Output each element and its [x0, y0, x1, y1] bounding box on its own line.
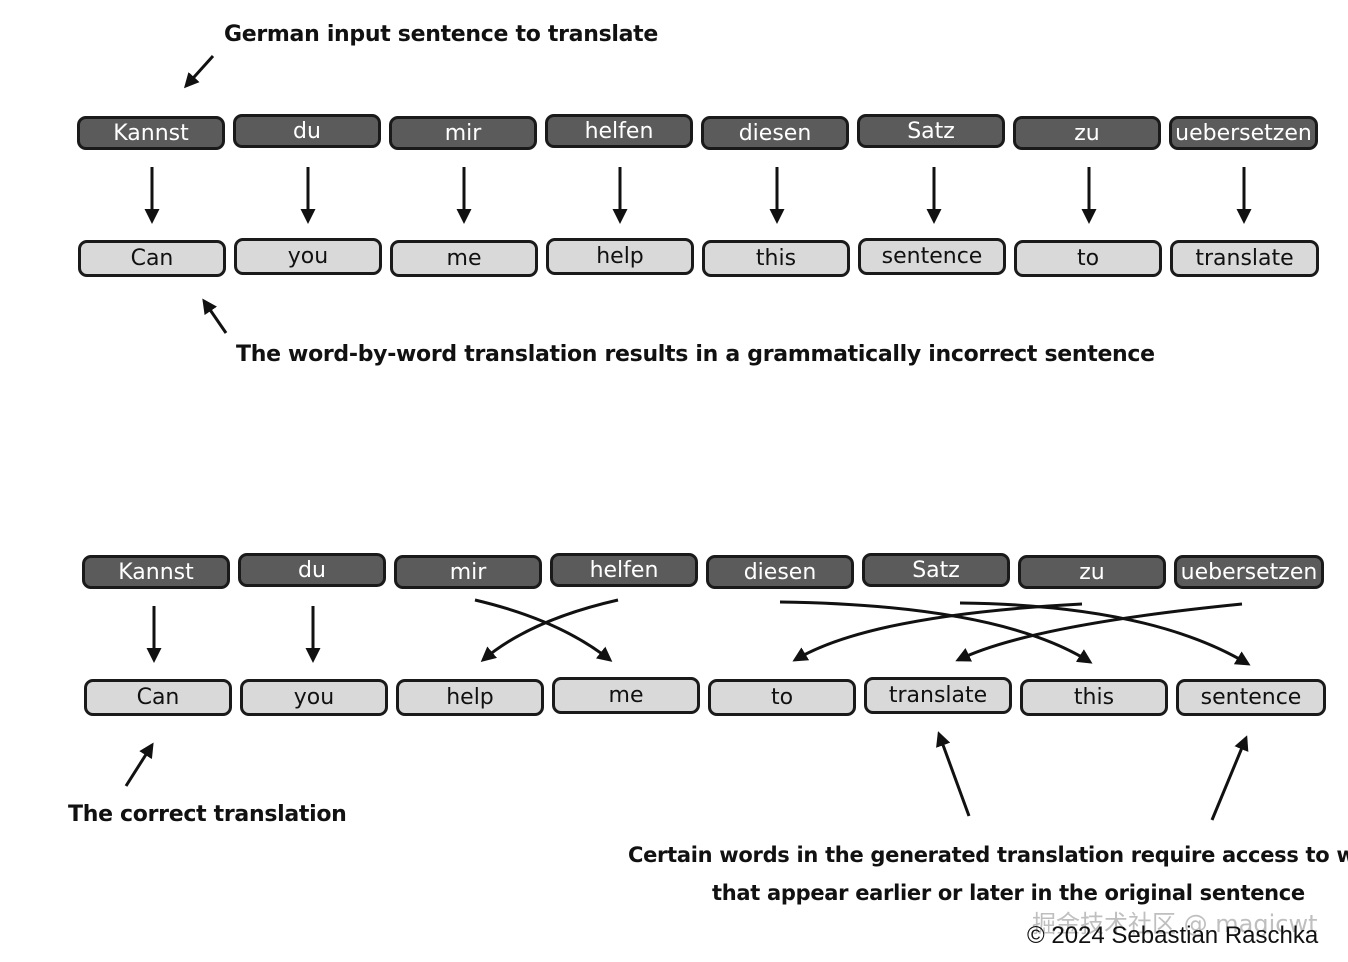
bottom-target-word-translate: translate — [864, 677, 1012, 714]
bottom-target-word-help: help — [396, 679, 544, 716]
top-source-word-uebersetzen: uebersetzen — [1169, 116, 1318, 150]
bottom-source-word-helfen: helfen — [550, 553, 698, 587]
access-annotation-line1: Certain words in the generated translati… — [628, 843, 1348, 867]
top-target-word-can: Can — [78, 240, 226, 277]
bottom-target-word-you: you — [240, 679, 388, 716]
bottom-target-word-can: Can — [84, 679, 232, 716]
correct-translation-annotation: The correct translation — [68, 802, 347, 827]
bottom-source-word-uebersetzen: uebersetzen — [1174, 555, 1324, 589]
bottom-arrow-uebersetzen-to-translate — [955, 602, 1243, 662]
german-input-pointer-arrow — [183, 54, 215, 89]
bottom-target-word-sentence: sentence — [1176, 679, 1326, 716]
bottom-target-word-to: to — [708, 679, 856, 716]
word-by-word-annotation: The word-by-word translation results in … — [236, 342, 1155, 367]
top-source-word-helfen: helfen — [545, 114, 693, 148]
bottom-source-word-kannst: Kannst — [82, 555, 230, 589]
top-target-word-translate: translate — [1170, 240, 1319, 277]
top-target-word-you: you — [234, 238, 382, 275]
top-source-word-diesen: diesen — [701, 116, 849, 150]
top-source-word-kannst: Kannst — [77, 116, 225, 150]
word-by-word-pointer-arrow — [202, 298, 228, 334]
translate-pointer-arrow — [936, 731, 971, 817]
bottom-source-word-diesen: diesen — [706, 555, 854, 589]
sentence-pointer-arrow — [1210, 735, 1249, 821]
top-target-word-sentence: sentence — [858, 238, 1006, 275]
bottom-arrow-mir-to-me — [474, 598, 613, 662]
bottom-target-word-this: this — [1020, 679, 1168, 716]
german-input-annotation: German input sentence to translate — [224, 22, 658, 47]
copyright: © 2024 Sebastian Raschka — [1027, 922, 1319, 949]
bottom-source-word-mir: mir — [394, 555, 542, 589]
top-source-word-du: du — [233, 114, 381, 148]
bottom-arrow-helfen-to-help — [480, 598, 619, 662]
bottom-source-word-zu: zu — [1018, 555, 1166, 589]
bottom-arrow-zu-to-to — [792, 602, 1083, 662]
access-annotation-line2: that appear earlier or later in the orig… — [712, 881, 1305, 905]
bottom-source-word-satz: Satz — [862, 553, 1010, 587]
top-source-word-mir: mir — [389, 116, 537, 150]
top-target-word-to: to — [1014, 240, 1162, 277]
watermark: 掘金技术社区 @ magicwt — [1032, 910, 1318, 938]
bottom-arrow-satz-to-sentence — [959, 601, 1251, 666]
top-target-word-this: this — [702, 240, 850, 277]
top-source-word-satz: Satz — [857, 114, 1005, 148]
top-source-word-zu: zu — [1013, 116, 1161, 150]
top-target-word-help: help — [546, 238, 694, 275]
correct-pointer-arrow — [124, 742, 154, 787]
bottom-target-word-me: me — [552, 677, 700, 714]
bottom-arrow-diesen-to-this — [779, 600, 1093, 664]
bottom-source-word-du: du — [238, 553, 386, 587]
top-target-word-me: me — [390, 240, 538, 277]
